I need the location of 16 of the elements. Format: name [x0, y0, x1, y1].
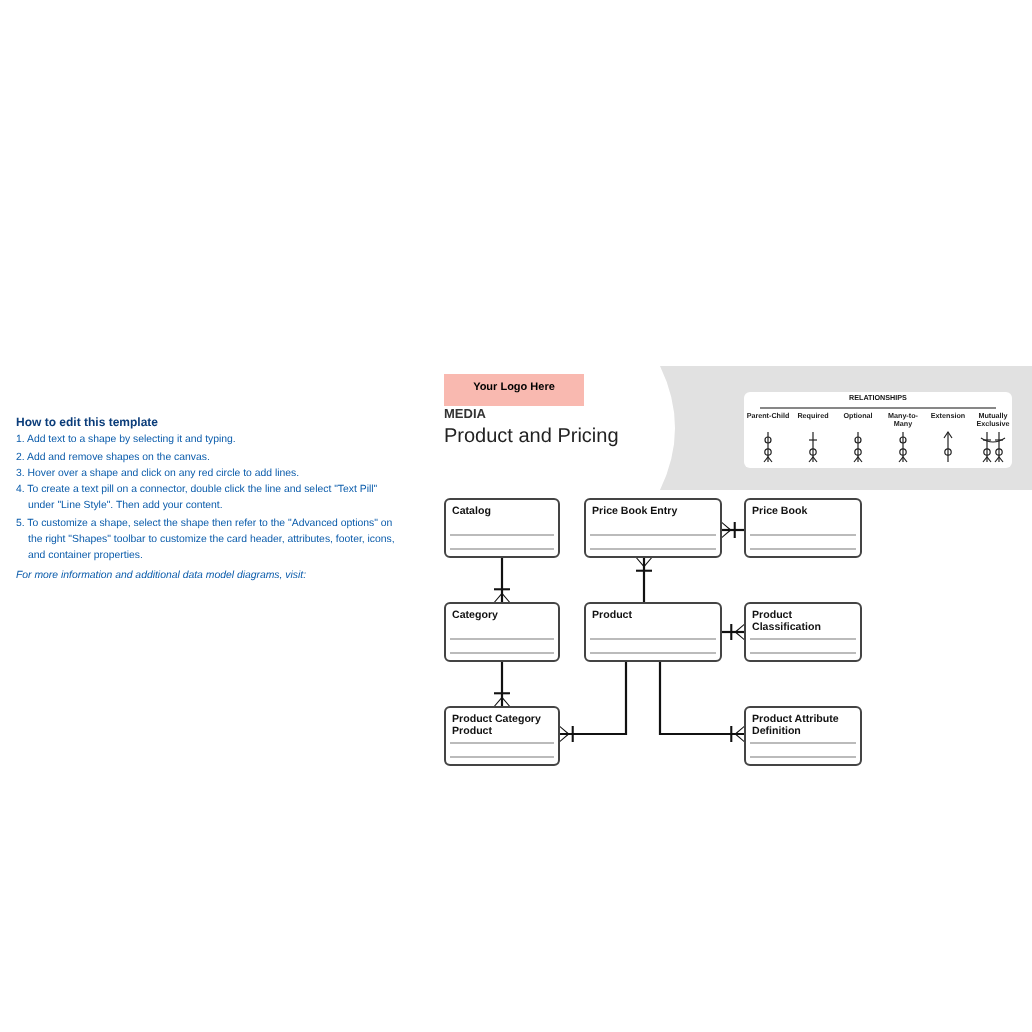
relationship-line — [658, 662, 744, 742]
object-card — [444, 706, 560, 766]
object-card — [584, 602, 722, 662]
object-card — [444, 602, 560, 662]
relationship-line — [494, 662, 510, 706]
relationship-line — [494, 558, 510, 602]
relationship-line — [636, 558, 652, 602]
relationship-line — [722, 624, 744, 640]
object-card — [744, 498, 862, 558]
relationship-line — [560, 662, 628, 742]
object-card — [744, 706, 862, 766]
object-card — [584, 498, 722, 558]
relationship-line — [722, 522, 744, 538]
diagram-title: Product and Pricing — [444, 426, 619, 448]
object-card — [444, 498, 560, 558]
object-card — [744, 602, 862, 662]
